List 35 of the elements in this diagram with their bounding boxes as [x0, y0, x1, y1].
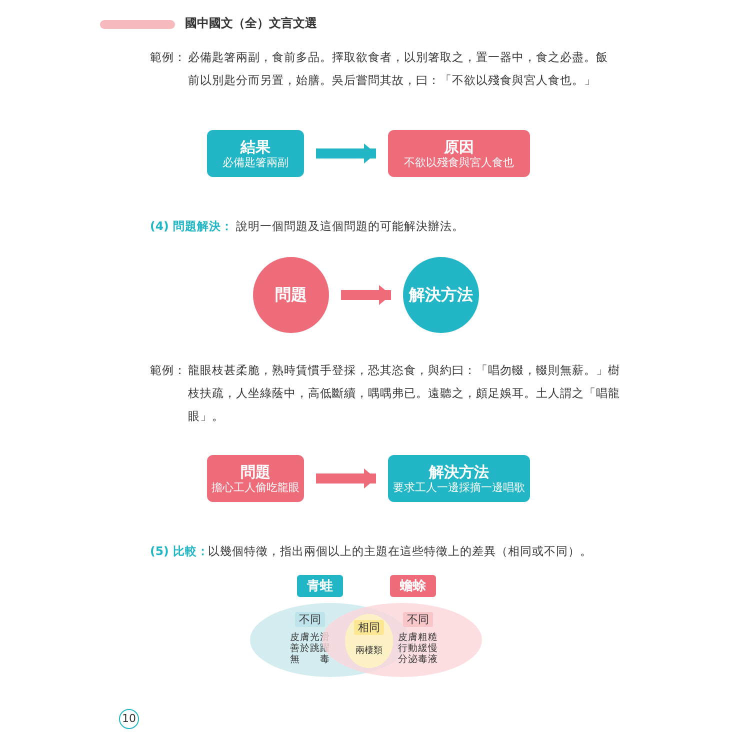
box-subtext: 不欲以殘食與宮人食也	[404, 156, 514, 170]
box-subtext: 擔心工人偷吃龍眼	[212, 480, 300, 494]
box-subtext: 必備匙箸兩副	[222, 156, 288, 170]
process-circle: 解決方法	[403, 257, 479, 333]
tag-label: 不同	[295, 612, 325, 627]
process-box	[207, 455, 304, 502]
section-text: 說明一個問題及這個問題的可能解決辦法。	[236, 218, 464, 235]
trait-text: 皮膚粗糙行動緩慢分泌毒液	[398, 632, 438, 665]
header-title: 國中國文（全）文言文選	[185, 15, 317, 31]
section-heading: (4) 問題解決：	[150, 218, 233, 235]
page-number: 10	[119, 709, 139, 729]
trait-text: 兩棲類	[354, 645, 384, 657]
tag-label: 相同	[354, 620, 384, 635]
example-label: 範例：	[150, 362, 186, 379]
arrow	[316, 468, 376, 488]
process-circle: 問題	[253, 257, 329, 333]
arrow	[341, 285, 391, 305]
process-box	[388, 130, 530, 177]
box-heading: 結果	[240, 138, 270, 156]
box-subtext: 要求工人一邊採摘一邊唱歌	[393, 480, 525, 494]
box-heading: 原因	[444, 138, 474, 156]
tag-label: 不同	[403, 612, 433, 627]
category-tag: 青蛙	[297, 575, 343, 597]
category-tag: 蟾蜍	[390, 575, 436, 597]
example-text: 必備匙箸兩副，食前多品。擇取欲食者，以別箸取之，置一器中，食之必盡。飯前以別匙分而另置，始膳。吳后嘗問其故，曰：「不欲以殘食與宮人食也。」	[188, 49, 609, 89]
section-text: 以幾個特徵，指出兩個以上的主題在這些特徵上的差異（相同或不同）。	[208, 543, 592, 560]
box-heading: 解決方法	[429, 462, 489, 480]
section-heading: (5) 比較：	[150, 543, 209, 560]
arrow	[316, 144, 376, 164]
box-heading: 問題	[240, 462, 270, 480]
process-box	[388, 455, 530, 502]
trait-text: 皮膚光滑善於跳躍無毒	[290, 632, 330, 665]
example-label: 範例：	[150, 49, 186, 66]
process-box	[207, 130, 304, 177]
example-text: 龍眼枝甚柔脆，熟時賃慣手登採，恐其恣食，與約曰：「唱勿輟，輟則無薪。」樹枝扶疏，人坐綠蔭中，高低斷續，喁喁弗已。遠聽之，頗足娛耳。土人謂之「唱龍眼」。	[188, 362, 621, 425]
